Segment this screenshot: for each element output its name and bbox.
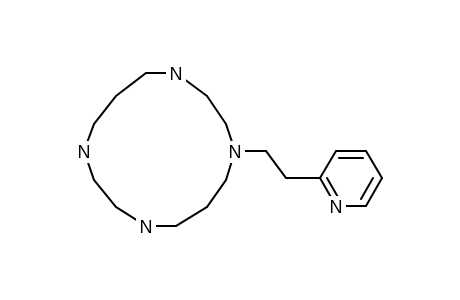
ethyl-linker (234, 150, 321, 179)
nitrogen-atom-top: N (170, 64, 183, 84)
ring-bond (93, 95, 117, 125)
pyridine-bond (319, 150, 337, 179)
label-mask (326, 196, 346, 218)
pyridine-double-bond (326, 177, 340, 200)
nitrogen-atom-bottom: N (140, 217, 153, 237)
linker-bond (265, 150, 287, 179)
label-mask (74, 141, 94, 163)
macrocycle-ring (83, 72, 236, 227)
pyridine-nitrogen-atom: N (330, 197, 343, 217)
label-mask (166, 63, 186, 85)
atom-label-masks (74, 63, 346, 238)
nitrogen-atom-left: N (78, 142, 91, 162)
nitrogen-atom-right: N (229, 142, 242, 162)
ring-bond (115, 72, 147, 97)
label-mask (136, 216, 156, 238)
pyridine-bond (365, 177, 383, 207)
label-mask (225, 141, 245, 163)
ring-bond (206, 95, 227, 125)
pyridine-bond (365, 150, 383, 179)
pyridine-double-bond (360, 177, 374, 200)
ring-bond (93, 179, 117, 208)
ring-bond (175, 206, 208, 227)
ring-bond (206, 179, 227, 208)
pyridine-ring (319, 150, 383, 207)
atom-labels: N N N N N (78, 64, 343, 237)
